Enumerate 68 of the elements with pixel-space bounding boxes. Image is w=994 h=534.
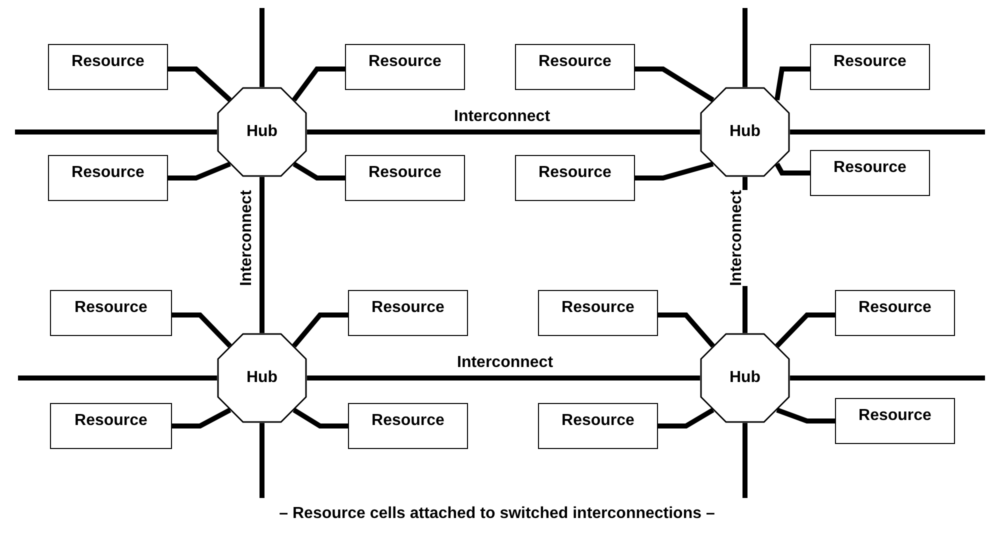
resource-box [810,150,930,196]
connector-line [307,376,700,380]
connector-line [260,177,264,333]
node-label: Resource [74,299,148,317]
connector-line [172,408,232,428]
node-label: Resource [834,159,906,177]
connector-line [742,423,748,498]
connector-line [742,8,748,87]
node-label: Hub [246,123,278,141]
node-label: Resource [834,53,906,71]
connector-line [635,66,714,102]
hub-octagon [700,333,790,423]
resource-box [835,398,955,444]
connector-line [790,376,985,380]
connector-line [292,162,345,180]
connector-line [790,130,985,134]
resource-box [345,155,465,201]
hub-octagon [217,87,307,177]
resource-box [515,155,635,201]
resource-box [538,290,658,336]
caption: – Resource cells attached to switched interconnections – [279,505,715,522]
hub-octagon [700,87,790,177]
hub-octagon [217,333,307,423]
resource-box [348,290,468,336]
connector-line [292,66,345,102]
connector-line [775,312,835,348]
resource-box [538,403,658,449]
connector-line [18,376,217,380]
node-label: Resource [562,412,634,430]
node-label: Resource [372,412,444,430]
connector-line [776,408,835,424]
resource-box [50,290,172,336]
connector-line [307,130,700,134]
node-label: Resource [368,53,442,71]
resource-box [348,403,468,449]
resource-box [345,44,465,90]
node-label: Hub [246,369,278,387]
node-label: Resource [74,412,148,430]
node-label: Resource [538,53,612,71]
node-label: Hub [729,369,761,387]
connector-line [658,408,714,428]
connector-line [15,130,217,134]
resource-box [48,155,168,201]
resource-box [48,44,168,90]
connector-line [774,162,810,176]
node-label: Resource [72,164,144,182]
resource-box [515,44,635,90]
node-label: Resource [368,164,442,182]
resource-box [835,290,955,336]
connector-line [168,66,232,102]
connector-line [292,312,348,348]
node-label: Resource [372,299,444,317]
connector-line [260,423,264,498]
node-label: Resource [538,164,612,182]
connector-line [292,408,348,428]
resource-box [50,403,172,449]
connector-line [168,162,231,180]
node-label: Resource [858,407,932,425]
connector-line [774,66,810,100]
node-label: Resource [562,299,634,317]
node-label: Resource [858,299,932,317]
node-label: Resource [72,53,144,71]
resource-box [810,44,930,90]
connector-line [658,312,715,348]
connector-line [635,162,714,180]
connector-line [172,312,232,348]
node-label: Hub [729,123,761,141]
connector-line [260,8,264,87]
